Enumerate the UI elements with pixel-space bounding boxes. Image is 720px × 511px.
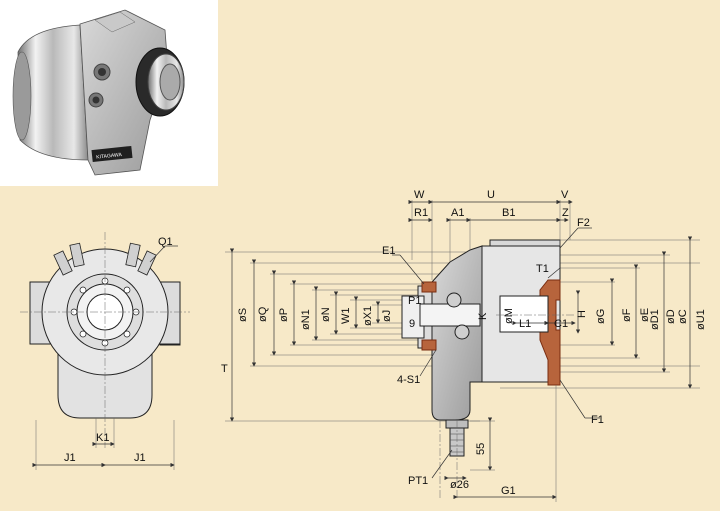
- label-oM: øM: [503, 308, 515, 324]
- label-G1: G1: [501, 485, 516, 497]
- label-55: 55: [475, 443, 487, 455]
- label-oJ: øJ: [381, 310, 393, 322]
- label-F2: F2: [577, 217, 590, 229]
- label-oS: øS: [237, 308, 249, 322]
- label-oN1: øN1: [300, 309, 312, 330]
- label-Q1: Q1: [158, 236, 173, 248]
- label-F1: F1: [591, 414, 604, 426]
- label-oU1: øU1: [695, 309, 707, 330]
- label-T: T: [221, 363, 228, 375]
- label-J1-right: J1: [134, 452, 146, 464]
- label-oC: øC: [677, 309, 689, 324]
- label-W1: W1: [340, 308, 352, 325]
- label-R1: R1: [414, 207, 428, 219]
- label-oX1: øX1: [362, 306, 374, 326]
- label-4-S1: 4-S1: [397, 374, 420, 386]
- label-oP: øP: [278, 308, 290, 322]
- product-photo: KITAGAWA: [12, 9, 185, 176]
- label-K1: K1: [96, 432, 109, 444]
- label-oN: øN: [320, 307, 332, 322]
- label-J1-left: J1: [64, 452, 76, 464]
- label-B1: B1: [502, 207, 515, 219]
- label-E1: E1: [382, 245, 395, 257]
- label-T1: T1: [536, 263, 549, 275]
- label-oF: øF: [621, 308, 633, 322]
- front-view: Q1 K1 J1 J1: [20, 232, 190, 470]
- side-view: W U V R1 A1 B1 Z F2 E1 T1 P1 9 K L1 C1 H…: [221, 189, 707, 502]
- label-P1: P1: [408, 295, 421, 307]
- label-oD1: øD1: [649, 309, 661, 330]
- label-V: V: [561, 189, 569, 201]
- label-Z: Z: [562, 207, 569, 219]
- label-U: U: [487, 189, 495, 201]
- label-W: W: [414, 189, 425, 201]
- label-oG: øG: [595, 309, 607, 324]
- label-oD: øD: [665, 309, 677, 324]
- label-o26: ø26: [450, 479, 469, 491]
- label-K: K: [477, 312, 489, 320]
- label-PT1: PT1: [408, 475, 428, 487]
- photo-brand-text: KITAGAWA: [96, 152, 123, 161]
- label-C1: C1: [554, 318, 568, 330]
- label-oQ: øQ: [257, 306, 269, 322]
- label-A1: A1: [451, 207, 464, 219]
- label-9: 9: [409, 318, 415, 330]
- label-oE: øE: [639, 308, 651, 322]
- label-H: H: [576, 310, 588, 318]
- label-L1: L1: [519, 318, 531, 330]
